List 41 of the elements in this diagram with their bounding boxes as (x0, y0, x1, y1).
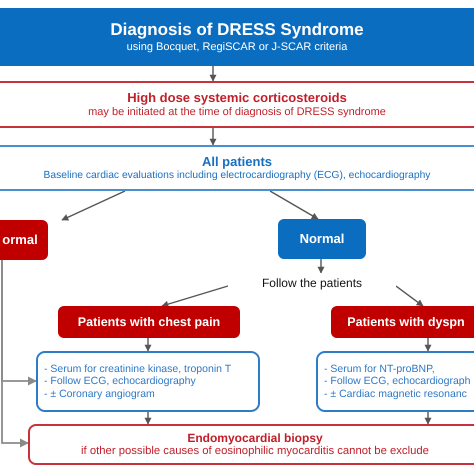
arrow (144, 412, 152, 425)
arrow (424, 338, 432, 352)
node-heading: High dose systemic corticosteroids (127, 90, 347, 106)
arrow (61, 190, 126, 221)
result-box (58, 306, 240, 338)
node-subtext: may be initiated at the time of diagnosis of DRESS syndrome (88, 106, 386, 119)
test-list-box (316, 351, 474, 412)
list-item: - Serum for NT-proBNP, (324, 362, 435, 376)
node-heading: All patients (202, 154, 272, 170)
list-item: - Serum for creatinine kinase, troponin T (44, 362, 232, 376)
node-subtext: Baseline cardiac evaluations including electrocardiography (ECG), echocardiography (44, 170, 430, 182)
node-heading: Follow the patients (262, 276, 362, 290)
test-list-box (36, 351, 260, 412)
arrow (161, 285, 228, 308)
list-item: - ± Cardiac magnetic resonanc (324, 388, 467, 400)
result-box (0, 220, 48, 260)
arrow (318, 259, 324, 274)
arrow (396, 285, 424, 307)
arrow (1, 260, 29, 448)
node-heading: Normal (300, 231, 344, 247)
evaluation-band (0, 145, 474, 191)
arrow (144, 338, 152, 352)
treatment-band (0, 81, 474, 128)
list-item: - Follow ECG, echocardiograph (324, 375, 470, 388)
node-subtext: using Bocquet, RegiSCAR or J-SCAR criteria (126, 40, 348, 54)
list-item: - Follow ECG, echocardiography (44, 375, 196, 388)
node-heading: Patients with chest pain (78, 314, 220, 330)
header-banner (0, 8, 474, 66)
node-heading: Patients with dyspn (347, 314, 465, 330)
list-item: - ± Coronary angiogram (44, 388, 155, 400)
result-box (278, 219, 366, 259)
node-heading: ormal (2, 232, 38, 248)
arrow (210, 128, 216, 146)
node-heading: Endomyocardial biopsy (187, 430, 323, 445)
node-subtext: if other possible causes of eosinophilic myocarditis cannot be exclude (81, 444, 429, 458)
arrow (424, 412, 432, 425)
biopsy-box (28, 424, 474, 465)
result-box (331, 306, 474, 338)
node-heading: Diagnosis of DRESS Syndrome (110, 20, 364, 41)
arrow (270, 190, 319, 220)
arrow (210, 66, 216, 82)
